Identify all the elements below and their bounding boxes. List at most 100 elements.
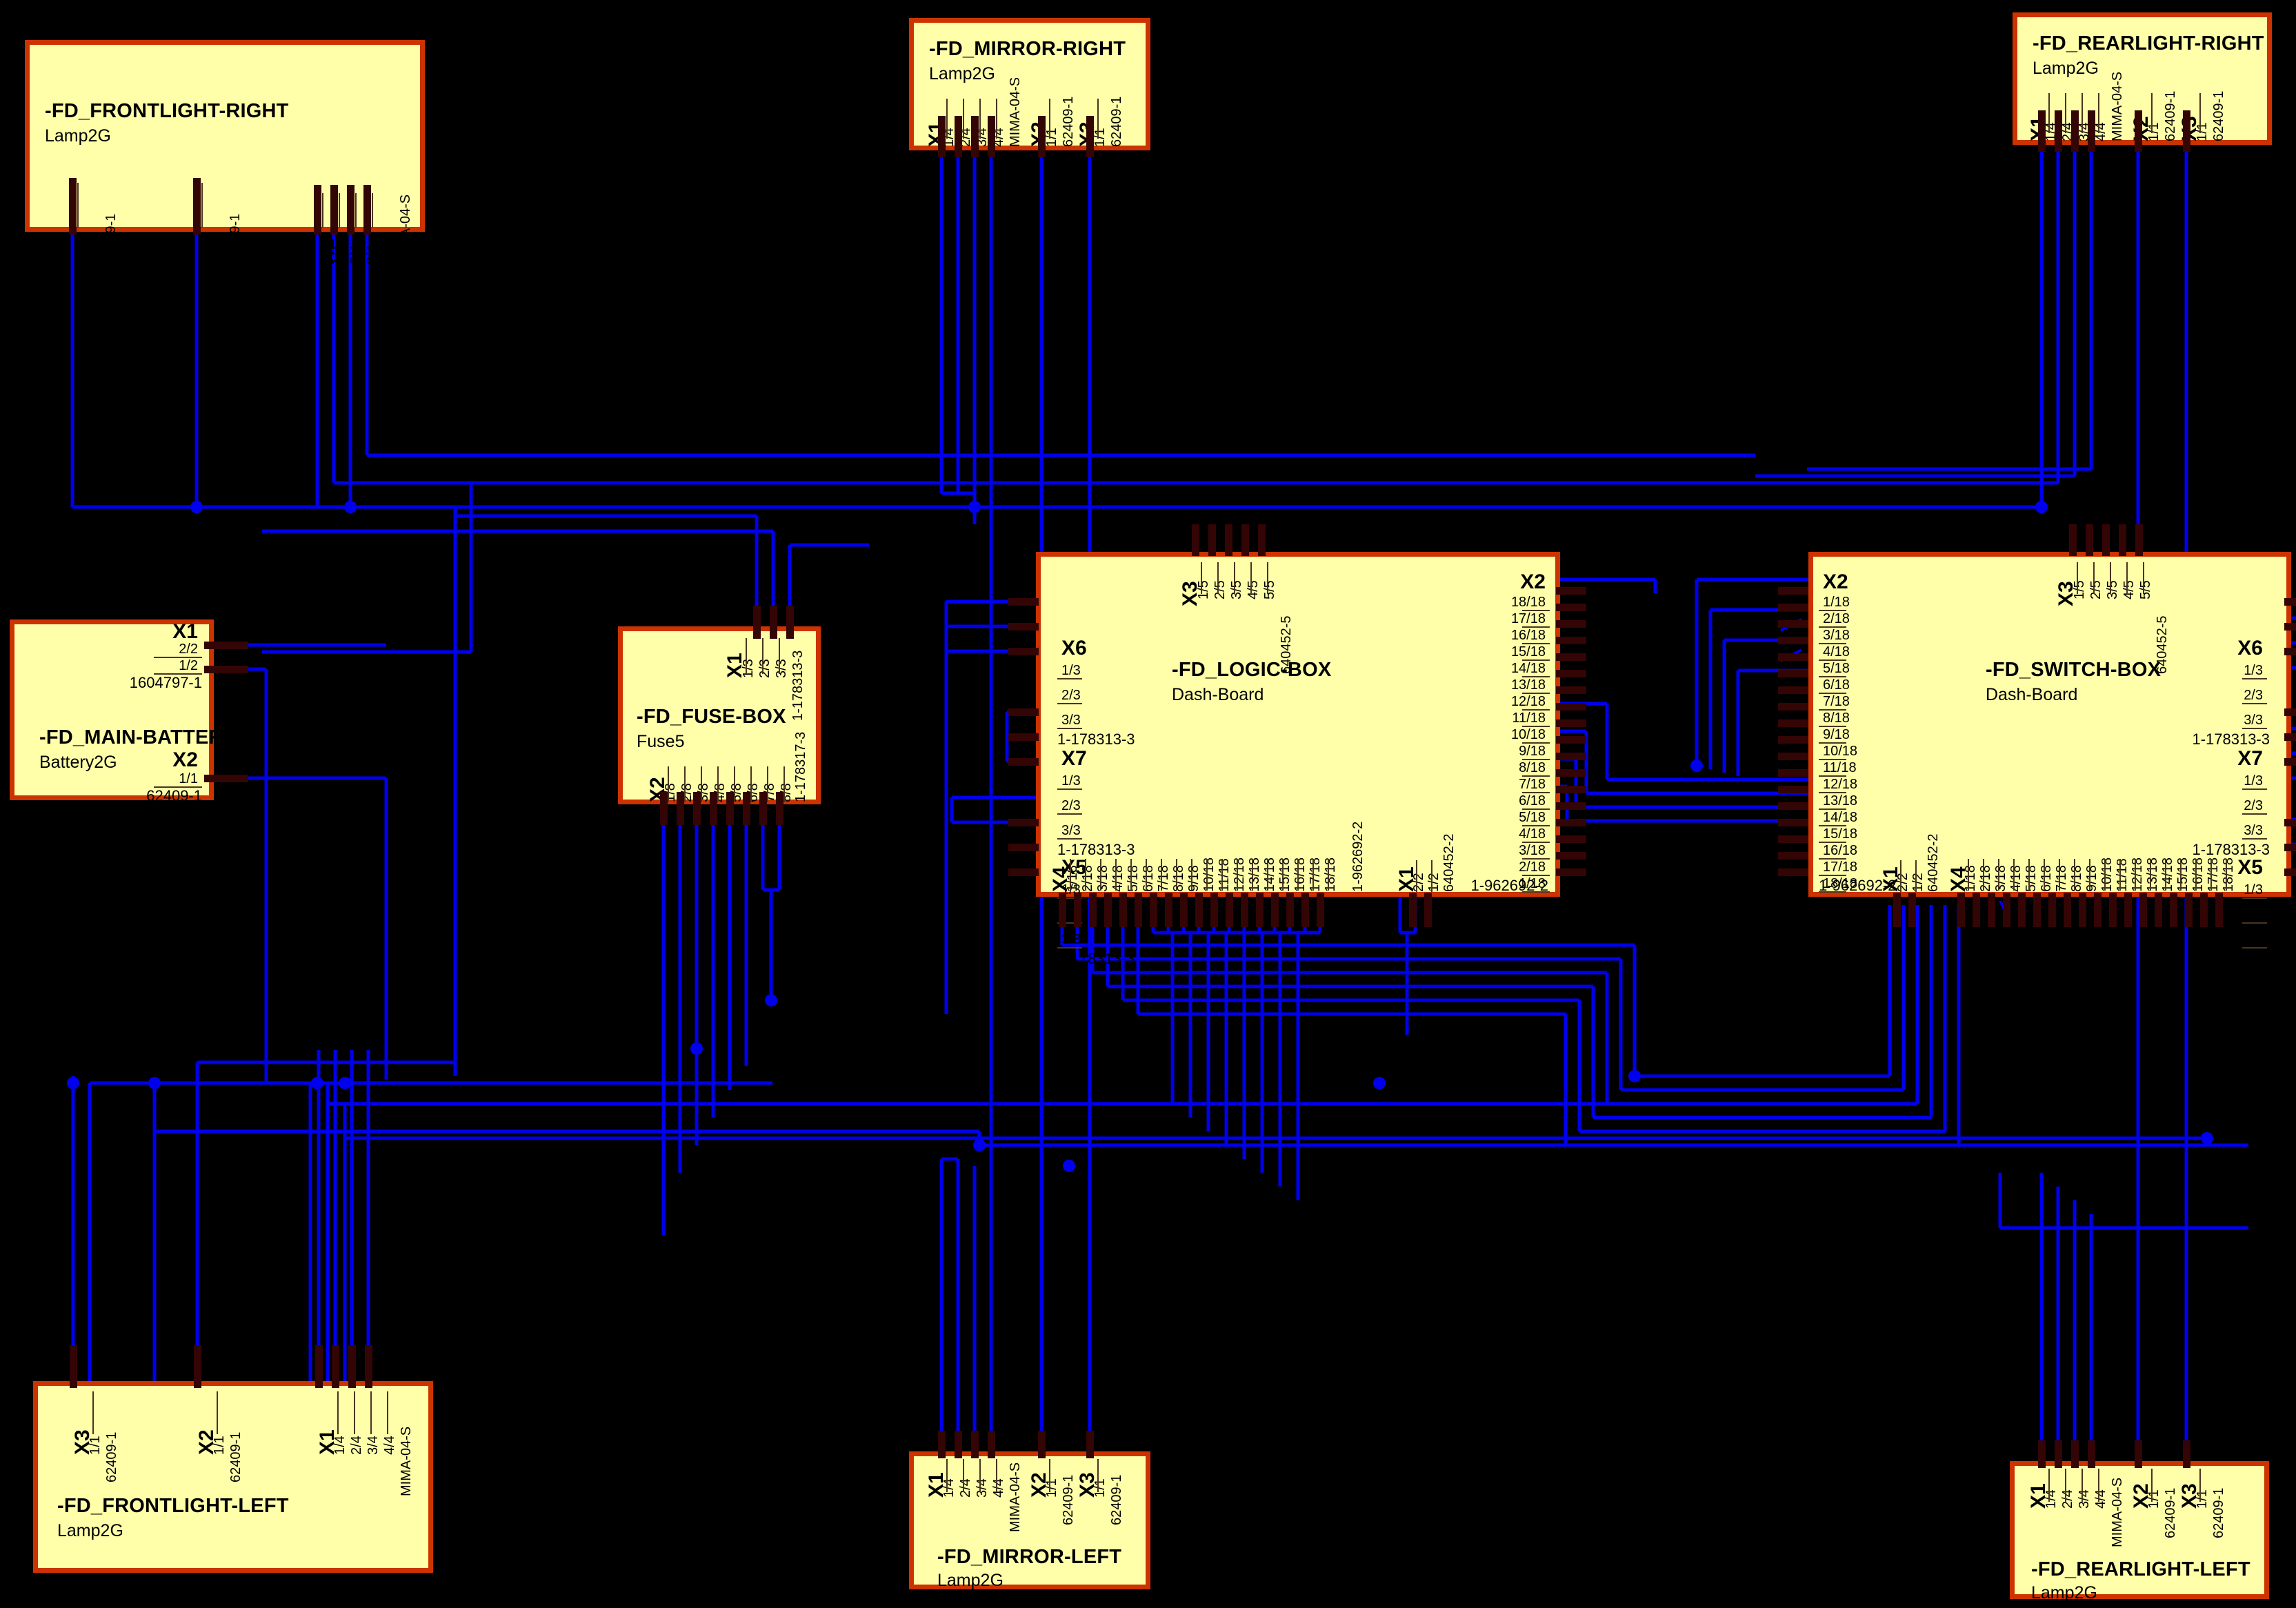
- connector-part: MIMA-04-S: [1008, 77, 1023, 147]
- device-rearlight-right[interactable]: -FD_REARLIGHT-RIGHT Lamp2G X1 1/4 2/4 3/…: [2013, 12, 2272, 145]
- pin-stub: [677, 792, 684, 825]
- pin-lead: [1522, 825, 1550, 826]
- pin-label: 3/18: [1519, 843, 1546, 858]
- device-title: -FD_MIRROR-RIGHT: [929, 38, 1126, 60]
- connector-part: 62409-1: [2211, 1487, 2226, 1538]
- device-fuse-box[interactable]: -FD_FUSE-BOX Fuse5 X1 1/3 2/3 3/3 1-1783…: [618, 626, 821, 804]
- pin-label: 2/2: [179, 642, 198, 657]
- pin-label: 3/3: [1061, 823, 1081, 838]
- pin-label: 13/18: [2145, 857, 2160, 892]
- pin-lead: [1522, 676, 1550, 677]
- pin-stub: [1008, 758, 1039, 766]
- pin-stub: [2135, 524, 2143, 556]
- device-frontlight-right[interactable]: -FD_FRONTLIGHT-RIGHT Lamp2G X3 1/1 62409…: [25, 40, 425, 264]
- pin-label: 1/1: [212, 1436, 227, 1455]
- pin-label: 4/4: [381, 245, 397, 264]
- pin-label: 5/18: [1519, 810, 1546, 825]
- pin-label: 14/18: [2160, 857, 2175, 892]
- pin-stub: [1778, 802, 1808, 810]
- device-logic-box[interactable]: -FD_LOGIC-BOX Dash-Board X3 1/5 2/5 3/5 …: [1036, 552, 1560, 966]
- connector-part: 62409-1: [103, 213, 119, 264]
- pin-stub: [1556, 769, 1586, 777]
- device-frontlight-left[interactable]: -FD_FRONTLIGHT-LEFT Lamp2G X3 1/1 62409-…: [33, 1381, 433, 1573]
- pin-label: 3/3: [2244, 932, 2263, 947]
- pin-stub: [315, 1345, 323, 1388]
- pin-stub: [1150, 893, 1157, 927]
- pin-stub: [204, 775, 248, 782]
- pin-stub: [347, 185, 355, 235]
- pin-lead: [1115, 859, 1117, 891]
- pin-lead: [1819, 610, 1846, 611]
- pin-stub: [69, 178, 77, 235]
- device-mirror-right[interactable]: -FD_MIRROR-RIGHT Lamp2G X1 1/4 2/4 3/4 4…: [909, 18, 1150, 150]
- pin-lead: [1968, 859, 1969, 891]
- pin-label: 16/18: [2190, 857, 2206, 892]
- pin-label: 3/4: [366, 1436, 381, 1455]
- pin-lead: [1522, 875, 1550, 876]
- pin-lead: [1819, 643, 1846, 644]
- pin-label: 4/4: [2093, 122, 2108, 141]
- pin-label: 2/3: [1061, 688, 1081, 703]
- pin-label: 1/4: [2044, 1489, 2059, 1509]
- pin-stub: [2284, 623, 2296, 631]
- pin-stub: [1226, 893, 1233, 927]
- pin-lead: [1297, 859, 1299, 891]
- pin-label: 1/18: [1065, 865, 1080, 892]
- connector-part: 62409-1: [104, 1431, 119, 1482]
- pin-stub: [365, 1345, 372, 1388]
- pin-stub: [204, 666, 248, 673]
- device-subtitle: Dash-Board: [1172, 685, 1264, 704]
- pin-label: 1/5: [1196, 580, 1211, 599]
- connector-part: 1-178313-3: [1057, 731, 1135, 748]
- pin-lead: [1522, 693, 1550, 694]
- pin-lead: [2074, 859, 2075, 891]
- device-mirror-left[interactable]: -FD_MIRROR-LEFT Lamp2G X1 1/4 2/4 3/4 4/…: [909, 1451, 1150, 1590]
- pin-stub: [1008, 598, 1039, 606]
- pin-stub: [1973, 893, 1980, 927]
- connector-part: 640452-2: [1441, 833, 1457, 892]
- pin-stub: [2055, 110, 2062, 152]
- device-switch-box[interactable]: -FD_SWITCH-BOX Dash-Board X3 1/5 2/5 3/5…: [1808, 552, 2291, 966]
- pin-stub: [1778, 753, 1808, 760]
- pin-stub: [2284, 733, 2296, 741]
- pin-label: 18/18: [2221, 857, 2236, 892]
- pin-stub: [2094, 893, 2102, 927]
- pin-stub: [955, 116, 962, 157]
- pin-stub: [1778, 852, 1808, 860]
- pin-label: 3/18: [1993, 865, 2008, 892]
- pin-label: 11/18: [1823, 760, 1857, 775]
- pin-label: 13/18: [1247, 857, 1262, 892]
- pin-stub: [2079, 893, 2086, 927]
- pin-label: 1/1: [2195, 122, 2210, 141]
- pin-lead: [1085, 859, 1086, 891]
- pin-label: 2/2: [1411, 873, 1426, 892]
- connector-part: MIMA-04-S: [398, 194, 413, 264]
- pin-lead: [1819, 825, 1846, 826]
- pin-lead: [1819, 742, 1846, 744]
- pin-label: 16/18: [1292, 857, 1308, 892]
- pin-lead: [1819, 726, 1846, 727]
- connector-part: MIMA-04-S: [2110, 1477, 2125, 1547]
- device-title: -FD_SWITCH-BOX: [1986, 659, 2162, 681]
- pin-label: 1/1: [1092, 128, 1108, 147]
- pin-label: 1/1: [1044, 128, 1059, 147]
- pin-stub: [2109, 893, 2117, 927]
- connector-part: 62409-1: [2163, 90, 2178, 141]
- pin-stub: [1556, 719, 1586, 727]
- pin-label: 2/3: [1061, 798, 1081, 813]
- pin-lead: [1819, 792, 1846, 793]
- pin-label: 17/18: [1308, 857, 1323, 892]
- device-main-battery[interactable]: -FD_MAIN-BATTERY Battery2G X1 2/2 1/2 16…: [10, 619, 236, 804]
- pin-lead: [1522, 726, 1550, 727]
- pin-lead: [2210, 859, 2212, 891]
- pin-stub: [2200, 893, 2208, 927]
- connector-part: 62409-1: [2163, 1487, 2178, 1538]
- pin-label: 8/18: [1519, 760, 1546, 775]
- pin-label: 2/18: [1978, 865, 1993, 892]
- device-rearlight-left[interactable]: -FD_REARLIGHT-LEFT Lamp2G X1 1/4 2/4 3/4…: [2010, 1461, 2269, 1602]
- pin-stub: [1008, 623, 1039, 631]
- device-title: -FD_FRONTLIGHT-RIGHT: [45, 100, 289, 122]
- pin-stub: [1086, 1431, 1094, 1458]
- pin-label: 5/18: [1823, 661, 1850, 676]
